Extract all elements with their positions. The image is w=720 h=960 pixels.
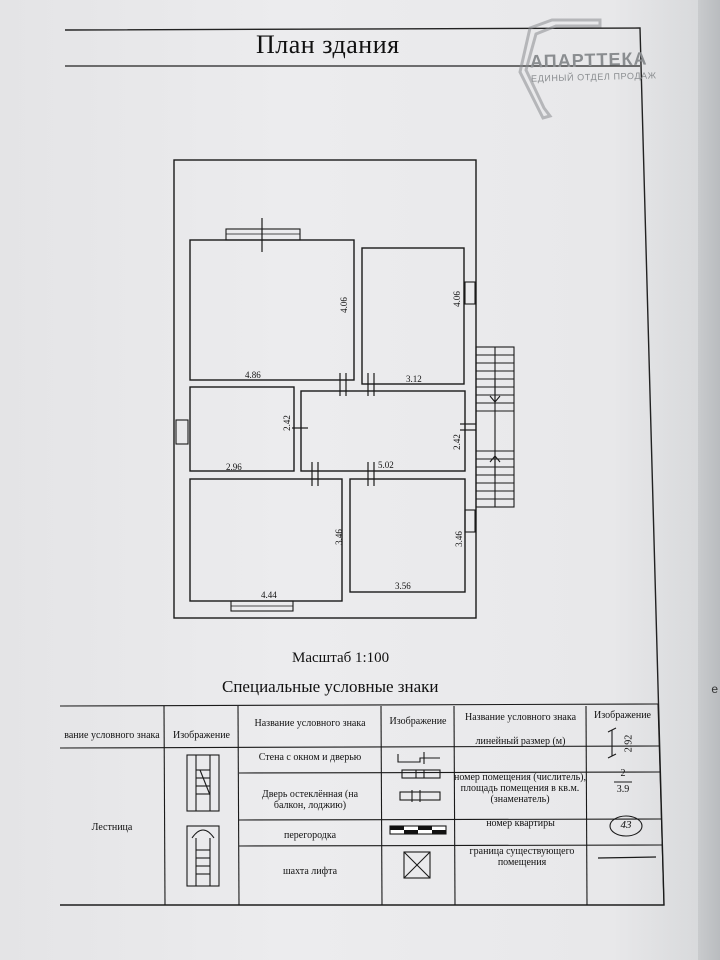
elevator-symbol — [403, 851, 431, 879]
dim-room5-height: 3.46 — [333, 529, 344, 545]
legend-glass-door-label: Дверь остеклённая (на балкон, лоджию) — [261, 789, 359, 811]
dim-room3-width: 2.96 — [226, 462, 242, 472]
window-left — [175, 419, 189, 445]
legend-header-image-1: Изображение — [173, 730, 230, 741]
window-right-a — [464, 281, 476, 305]
legend-table — [59, 703, 665, 906]
legend-wall-label: Стена с окном и дверью — [258, 752, 362, 763]
floor-plan — [173, 159, 515, 619]
legend-header-image-3: Изображение — [594, 710, 651, 721]
dim-room2-width: 3.12 — [406, 374, 422, 384]
glass-door-symbol — [399, 769, 441, 802]
room-3 — [189, 386, 295, 472]
watermark-logo — [518, 18, 602, 120]
legend-room-denominator: 3.9 — [616, 784, 630, 795]
partition-symbol — [389, 825, 447, 835]
room-1 — [189, 239, 355, 381]
legend-apt-number-value: 43 — [620, 819, 632, 831]
next-page-text: е — [711, 682, 718, 696]
linear-size-symbol — [607, 727, 617, 759]
legend-elevator-label: шахта лифта — [282, 866, 338, 877]
dim-room6-width: 3.56 — [395, 581, 411, 591]
legend-header-name-1: вание условного знака — [64, 730, 160, 741]
legend-boundary-label: граница существующего помещения — [469, 846, 575, 868]
legend-header-image-2: Изображение — [389, 716, 447, 727]
legend-apt-number-label: номер квартиры — [486, 818, 555, 829]
dim-room1-width: 4.86 — [245, 370, 261, 380]
room-hall — [300, 390, 466, 472]
dim-room3-height: 2.42 — [281, 415, 292, 431]
stair-symbol-1 — [186, 754, 220, 812]
room-6 — [349, 478, 466, 593]
legend-linear-size-value: 2.92 — [623, 734, 635, 753]
window-right-b — [464, 509, 476, 533]
apt-number-circle — [609, 815, 643, 837]
legend-title: Специальные условные знаки — [222, 677, 439, 696]
legend-linear-size-label: линейный размер (м) — [475, 736, 566, 747]
room-2 — [361, 247, 465, 385]
building-outline — [173, 159, 477, 619]
legend-room-number-label: номер помещения (числитель), площадь пом… — [454, 772, 586, 805]
dim-room5-width: 4.44 — [261, 590, 277, 600]
scale-label: Масштаб 1:100 — [292, 650, 390, 666]
dim-room2-height: 4.06 — [451, 291, 462, 307]
page-title: План здания — [256, 30, 400, 59]
dim-hall-width: 5.02 — [378, 460, 394, 470]
stairs — [475, 346, 515, 508]
dim-room6-height: 3.46 — [453, 531, 464, 547]
wall-symbol — [397, 752, 440, 764]
legend-header-name-3: Название условного знака — [464, 712, 577, 723]
legend-partition-label: перегородка — [283, 830, 337, 841]
dim-hall-height: 2.42 — [451, 434, 462, 450]
boundary-line-symbol — [597, 856, 657, 859]
legend-header-name-2: Название условного знака — [254, 718, 366, 729]
page-edge — [698, 0, 720, 960]
room-5 — [189, 478, 343, 602]
legend-room-numerator: 2 — [620, 768, 626, 779]
watermark-brand: АПАРТТЕКА — [529, 48, 648, 72]
window-top — [225, 228, 301, 241]
stair-symbol-2 — [186, 825, 220, 887]
dim-room1-height: 4.06 — [338, 297, 349, 313]
legend-stair-label: Лестница — [91, 822, 133, 833]
